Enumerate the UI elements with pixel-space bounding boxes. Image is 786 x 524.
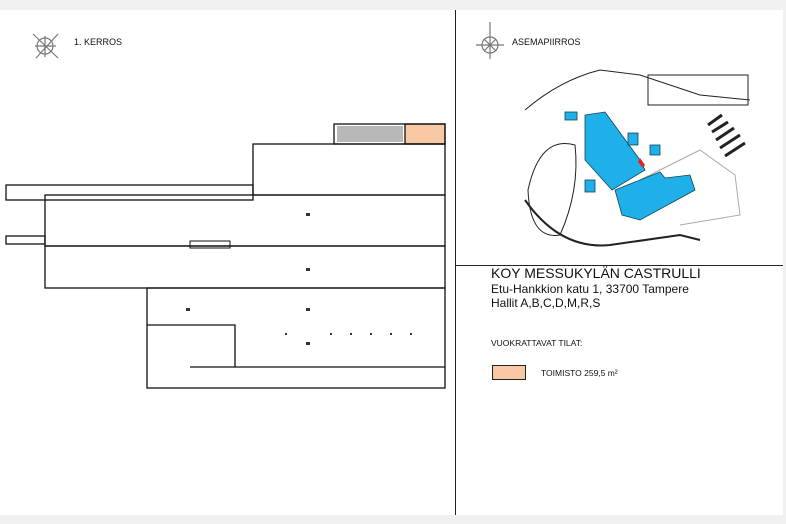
legend-swatch-office <box>492 365 526 380</box>
address-line: Etu-Hankkion katu 1, 33700 Tampere <box>491 282 689 296</box>
site-plan-label: ASEMAPIIRROS <box>512 37 581 47</box>
site-plan <box>524 69 751 247</box>
site-buildings <box>564 111 696 221</box>
legend-label-office: TOIMISTO 259,5 m² <box>541 368 618 378</box>
panel-divider <box>455 10 456 515</box>
drawing-sheet <box>0 10 783 515</box>
compass-icon <box>32 33 59 59</box>
panel-divider-horizontal <box>456 265 783 266</box>
rental-office-area <box>404 123 446 145</box>
compass-icon <box>476 22 504 59</box>
floor-plan-label: 1. KERROS <box>74 37 123 47</box>
legend-heading: VUOKRATTAVAT TILAT: <box>491 338 583 348</box>
halls-line: Hallit A,B,C,D,M,R,S <box>491 296 601 310</box>
highlight-marker <box>638 158 645 168</box>
property-address: Etu-Hankkion katu 1, 33700 Tampere Halli… <box>491 282 689 310</box>
property-name: KOY MESSUKYLÄN CASTRULLI <box>491 265 701 281</box>
floor-plan <box>5 123 446 389</box>
